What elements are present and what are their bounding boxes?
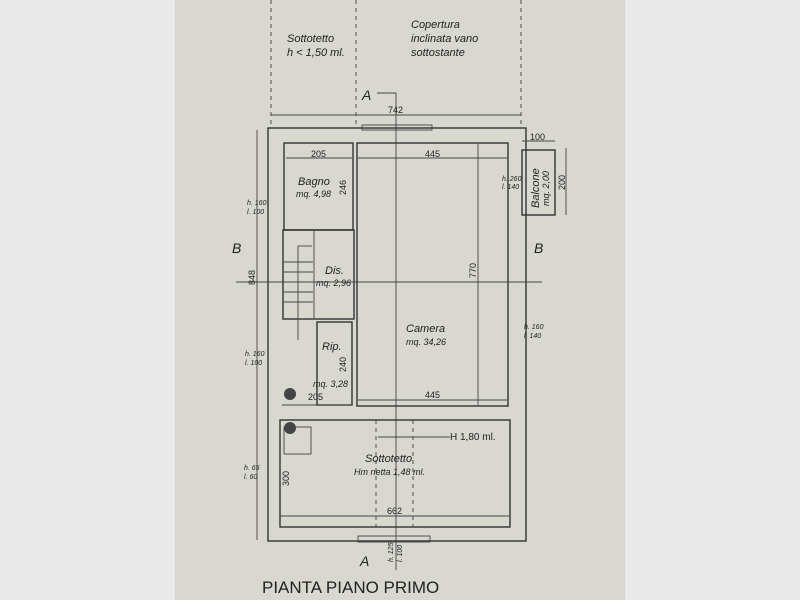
section-b-left: B — [232, 240, 241, 256]
dim-camera-width-bottom: 445 — [425, 390, 440, 400]
svg-text:h. 160: h. 160 — [245, 351, 265, 358]
room-area-dis: mq. 2,96 — [316, 278, 351, 288]
dim-rip-width: 205 — [308, 392, 323, 402]
dim-overall-depth: 848 — [247, 270, 257, 285]
room-area-bagno: mq. 4,98 — [296, 189, 331, 199]
hatch — [283, 426, 312, 455]
room-label-dis: Dis. — [325, 265, 344, 277]
room-area-balcone: mq. 2,00 — [541, 171, 551, 206]
dim-rip-depth: 240 — [338, 357, 348, 372]
room-area-rip: mq. 3,28 — [313, 379, 348, 389]
dim-balcone-depth: 200 — [557, 175, 567, 190]
section-a-bottom: A — [359, 553, 369, 569]
svg-text:l. 60: l. 60 — [244, 474, 257, 481]
svg-text:h. 260: h. 260 — [502, 176, 522, 183]
attic-height-note: h < 1,50 ml. — [287, 47, 345, 59]
opening-label: h. 125 l. 100 — [388, 542, 404, 562]
room-area-sottotetto: Hm netta 1,48 ml. — [354, 467, 425, 477]
roof-note-1: Copertura — [411, 19, 460, 31]
room-label-rip: Rip. — [322, 341, 342, 353]
staircase — [283, 245, 313, 340]
dim-bagno-depth: 246 — [338, 180, 348, 195]
opening-label: h. 65 l. 60 — [244, 465, 260, 481]
svg-text:h. 65: h. 65 — [244, 465, 260, 472]
svg-text:l. 140: l. 140 — [502, 184, 519, 191]
svg-text:h. 160: h. 160 — [524, 324, 544, 331]
dim-balcone-width: 100 — [530, 132, 545, 142]
section-a-top: A — [361, 87, 371, 103]
dim-sottotetto-depth: 300 — [281, 471, 291, 486]
svg-text:h. 125: h. 125 — [388, 542, 395, 562]
dim-overall-width: 742 — [388, 105, 403, 115]
opening-label: h. 260 l. 140 — [502, 176, 522, 191]
chimney-icon — [284, 388, 296, 400]
attic-note: Sottotetto — [287, 33, 334, 45]
room-label-bagno: Bagno — [298, 176, 330, 188]
svg-text:h. 160: h. 160 — [247, 200, 267, 207]
room-balcone — [521, 149, 556, 216]
height-note: H 1,80 ml. — [450, 432, 496, 443]
window-top — [361, 124, 433, 131]
svg-text:l. 100: l. 100 — [245, 360, 262, 367]
room-sottotetto — [279, 419, 511, 528]
chimney-icon — [284, 422, 296, 434]
room-camera — [356, 142, 509, 407]
dim-camera-width-top: 445 — [425, 149, 440, 159]
dim-sottotetto-width: 662 — [387, 506, 402, 516]
svg-text:l. 140: l. 140 — [524, 333, 541, 340]
dim-camera-depth: 770 — [468, 263, 478, 278]
opening-label: h. 160 l. 140 — [524, 324, 544, 340]
svg-text:l. 100: l. 100 — [397, 545, 404, 562]
room-label-camera: Camera — [406, 323, 445, 335]
paper-sheet — [175, 0, 625, 600]
roof-note-2: inclinata vano — [411, 33, 478, 45]
section-a-line — [377, 92, 397, 570]
section-b-right: B — [534, 240, 543, 256]
roof-note-3: sottostante — [411, 47, 465, 59]
window-bottom — [357, 535, 431, 543]
room-area-camera: mq. 34,26 — [406, 337, 446, 347]
outer-wall — [267, 127, 527, 542]
plan-title: PIANTA PIANO PRIMO — [262, 578, 439, 597]
dim-bagno-width: 205 — [311, 149, 326, 159]
svg-text:l. 100: l. 100 — [247, 209, 264, 216]
room-dis — [282, 229, 355, 320]
opening-label: h. 160 l. 100 — [247, 200, 267, 216]
opening-label: h. 160 l. 100 — [245, 351, 265, 367]
room-label-balcone: Balcone — [530, 168, 542, 208]
room-label-sottotetto: Sottotetto — [365, 453, 412, 465]
